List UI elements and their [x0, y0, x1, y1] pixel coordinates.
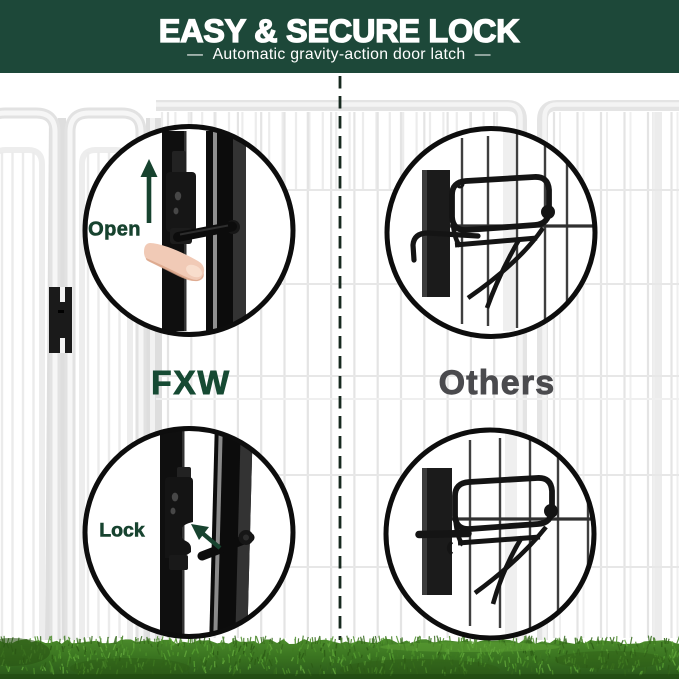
svg-text:EASY & SECURE LOCK: EASY & SECURE LOCK: [159, 13, 520, 49]
svg-text:— Automatic gravity-action do: — Automatic gravity-action door latch —: [187, 46, 491, 63]
svg-text:Others: Others: [439, 364, 556, 402]
svg-text:Open: Open: [88, 219, 141, 241]
svg-text:Lock: Lock: [99, 520, 145, 542]
svg-text:FXW: FXW: [151, 365, 231, 402]
